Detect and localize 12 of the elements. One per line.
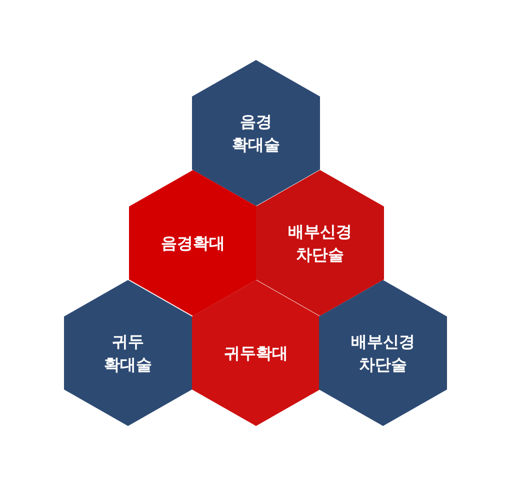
tile-label: 귀두확대 [223, 342, 289, 364]
hexagon-tile [129, 170, 257, 316]
tile-label: 귀두 확대술 [103, 331, 153, 376]
hexagon-tile [64, 280, 192, 426]
hexagon-tile [192, 60, 320, 206]
hexagon-tile [256, 170, 384, 316]
tile-label: 배부신경 차단술 [350, 331, 416, 376]
tile-label: 음경확대 [160, 232, 226, 254]
tile-label: 배부신경 차단술 [287, 221, 353, 266]
tile-label: 음경 확대술 [231, 111, 281, 156]
hexagon-tile [192, 280, 320, 426]
hexagon-tile [319, 280, 447, 426]
